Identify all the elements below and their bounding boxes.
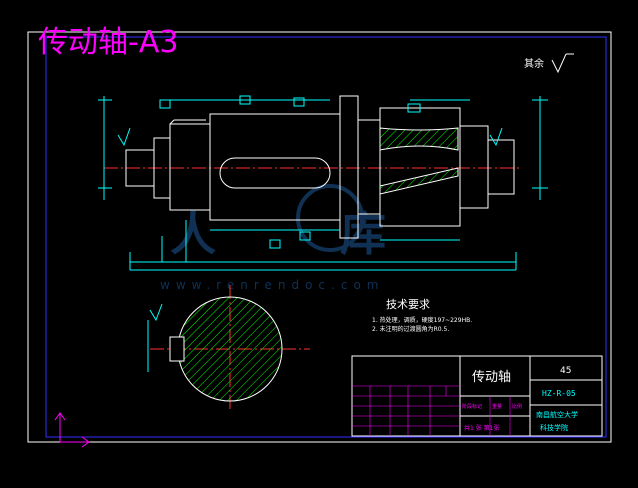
dimension-lines — [103, 95, 541, 271]
drawing-title: 传动轴-A3 — [38, 25, 178, 60]
school-line1: 南昌航空大学 — [536, 410, 578, 419]
sheet-info: 共1 张 第1张 — [464, 424, 499, 432]
shaft-main-view — [104, 95, 520, 239]
school-line2: 科技学院 — [540, 423, 568, 432]
scale-label: 比例 — [512, 403, 522, 410]
svg-text:2. 未注明的过渡圆角为R0.5.: 2. 未注明的过渡圆角为R0.5. — [372, 325, 449, 333]
left-dimensions — [98, 99, 548, 189]
svg-text:技术要求: 技术要求 — [386, 298, 430, 311]
material: 45 — [560, 366, 571, 376]
watermark-url: www.renrendoc.com — [160, 278, 384, 292]
mass-label: 重量 — [492, 403, 502, 410]
title-block: 传动轴 45 HZ-R-05 南昌航空大学 科技学院 阶段标记 重量 比例 共1… — [351, 355, 603, 437]
inner-frame — [45, 36, 607, 438]
watermark: 人 库 www.renrendoc.com — [160, 184, 386, 292]
svg-text:人: 人 — [170, 207, 216, 261]
cross-section-view — [147, 285, 310, 412]
gear-section-hatch — [379, 127, 459, 195]
ucs-axes-icon — [54, 412, 90, 448]
part-name: 传动轴 — [472, 370, 511, 385]
svg-text:1. 热处理，调质，硬度197~229HB.: 1. 热处理，调质，硬度197~229HB. — [372, 316, 472, 324]
svg-text:库: 库 — [340, 207, 386, 261]
technical-requirements: 技术要求 1. 热处理，调质，硬度197~229HB. 2. 未注明的过渡圆角为… — [372, 298, 472, 333]
drawing-number: HZ-R-05 — [542, 389, 576, 398]
surface-note: 其余 — [524, 53, 574, 74]
svg-text:其余: 其余 — [524, 57, 544, 70]
stage-label: 阶段标记 — [462, 403, 482, 410]
outer-frame — [27, 31, 612, 443]
